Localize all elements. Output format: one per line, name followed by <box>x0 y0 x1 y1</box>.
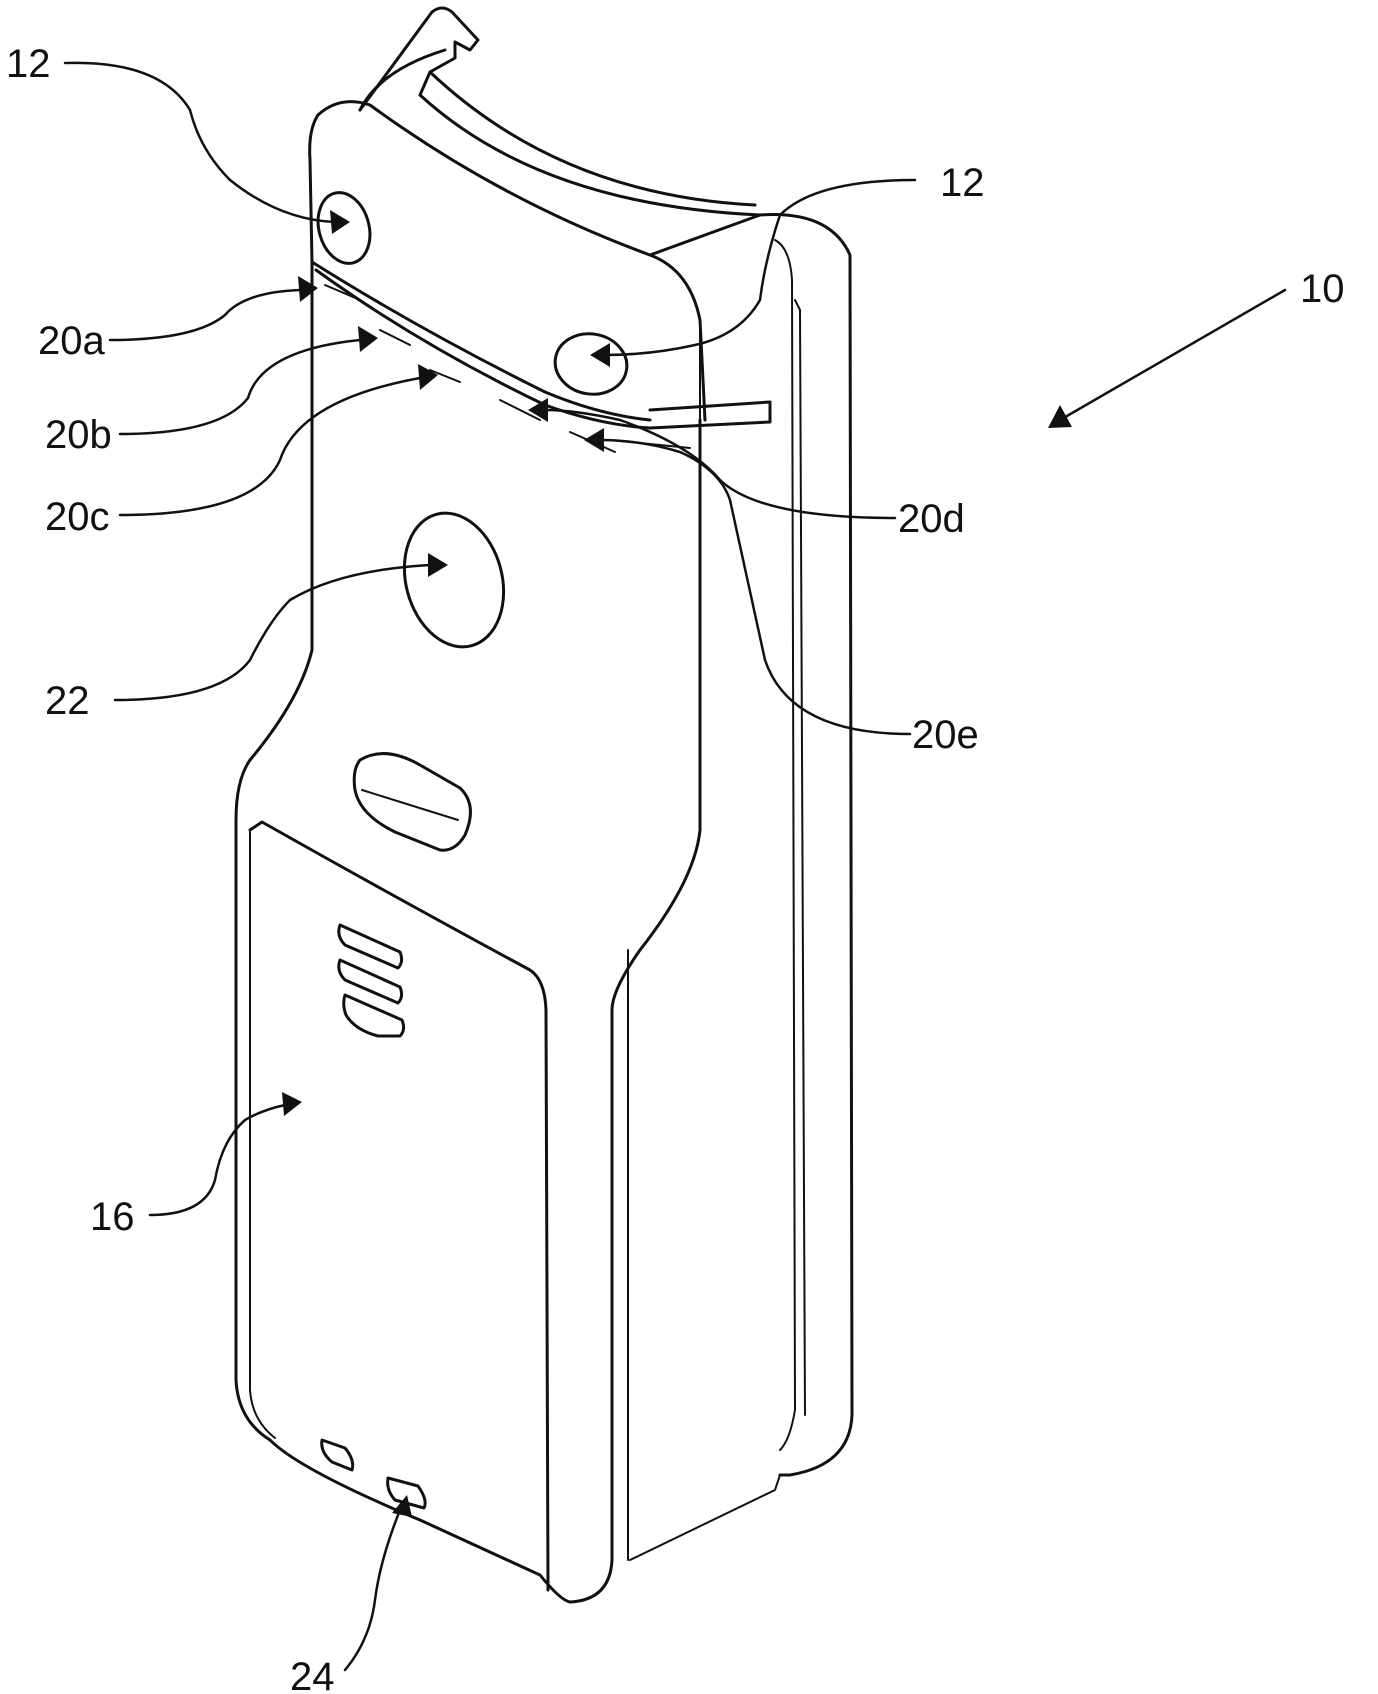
bottom-port <box>386 1476 427 1510</box>
label-12-left: 12 <box>6 42 51 86</box>
leader-12-left <box>63 61 337 224</box>
arrow-icon <box>418 364 438 390</box>
label-20d: 20d <box>898 497 965 541</box>
reference-labels: 12 12 10 20a 20b 20c 20d 20e 22 16 24 <box>6 42 1345 1694</box>
label-12-right: 12 <box>940 161 985 205</box>
arrow-icon <box>282 1092 302 1116</box>
label-20c: 20c <box>45 495 110 539</box>
label-24: 24 <box>290 1655 335 1694</box>
right-side-panel <box>648 213 854 1477</box>
arrow-icon <box>358 326 378 352</box>
arrow-icon <box>330 210 350 234</box>
leader-20e <box>598 438 912 736</box>
arrow-icon <box>590 343 610 367</box>
clip-slot <box>352 752 472 852</box>
device-body <box>234 6 854 1604</box>
label-20a: 20a <box>38 319 105 363</box>
leader-lines <box>63 61 1287 1672</box>
arrow-icon <box>428 553 448 577</box>
leader-20a <box>108 288 302 342</box>
grip-slot-2 <box>337 958 404 1005</box>
leader-22 <box>113 563 432 702</box>
arrow-icon <box>528 398 548 422</box>
arrow-icon <box>392 1495 412 1517</box>
leader-12-right <box>603 178 917 357</box>
leader-10 <box>1058 288 1287 422</box>
label-10: 10 <box>1300 267 1345 311</box>
indicator-strip <box>314 268 772 430</box>
head-front <box>316 100 707 422</box>
leader-20d <box>543 408 897 520</box>
battery-cover <box>248 820 550 1592</box>
top-clip <box>358 6 480 112</box>
label-20b: 20b <box>45 413 112 457</box>
sensor-left <box>316 191 372 265</box>
grip-slot-1 <box>337 923 404 970</box>
label-20e: 20e <box>912 713 979 757</box>
leader-16 <box>148 1103 287 1217</box>
arrow-icon <box>298 276 318 302</box>
bottom-latch <box>320 1438 355 1472</box>
arrow-icon <box>1048 405 1072 428</box>
sensor-right <box>553 332 629 396</box>
leader-24 <box>343 1508 402 1672</box>
leader-20b <box>118 338 362 436</box>
arrow-icon <box>584 428 604 452</box>
label-16: 16 <box>90 1195 135 1239</box>
label-22: 22 <box>45 679 90 723</box>
grip-slot-3 <box>342 993 406 1038</box>
main-body <box>234 260 314 1442</box>
center-button-outline <box>402 511 506 649</box>
leader-20c <box>118 376 422 517</box>
